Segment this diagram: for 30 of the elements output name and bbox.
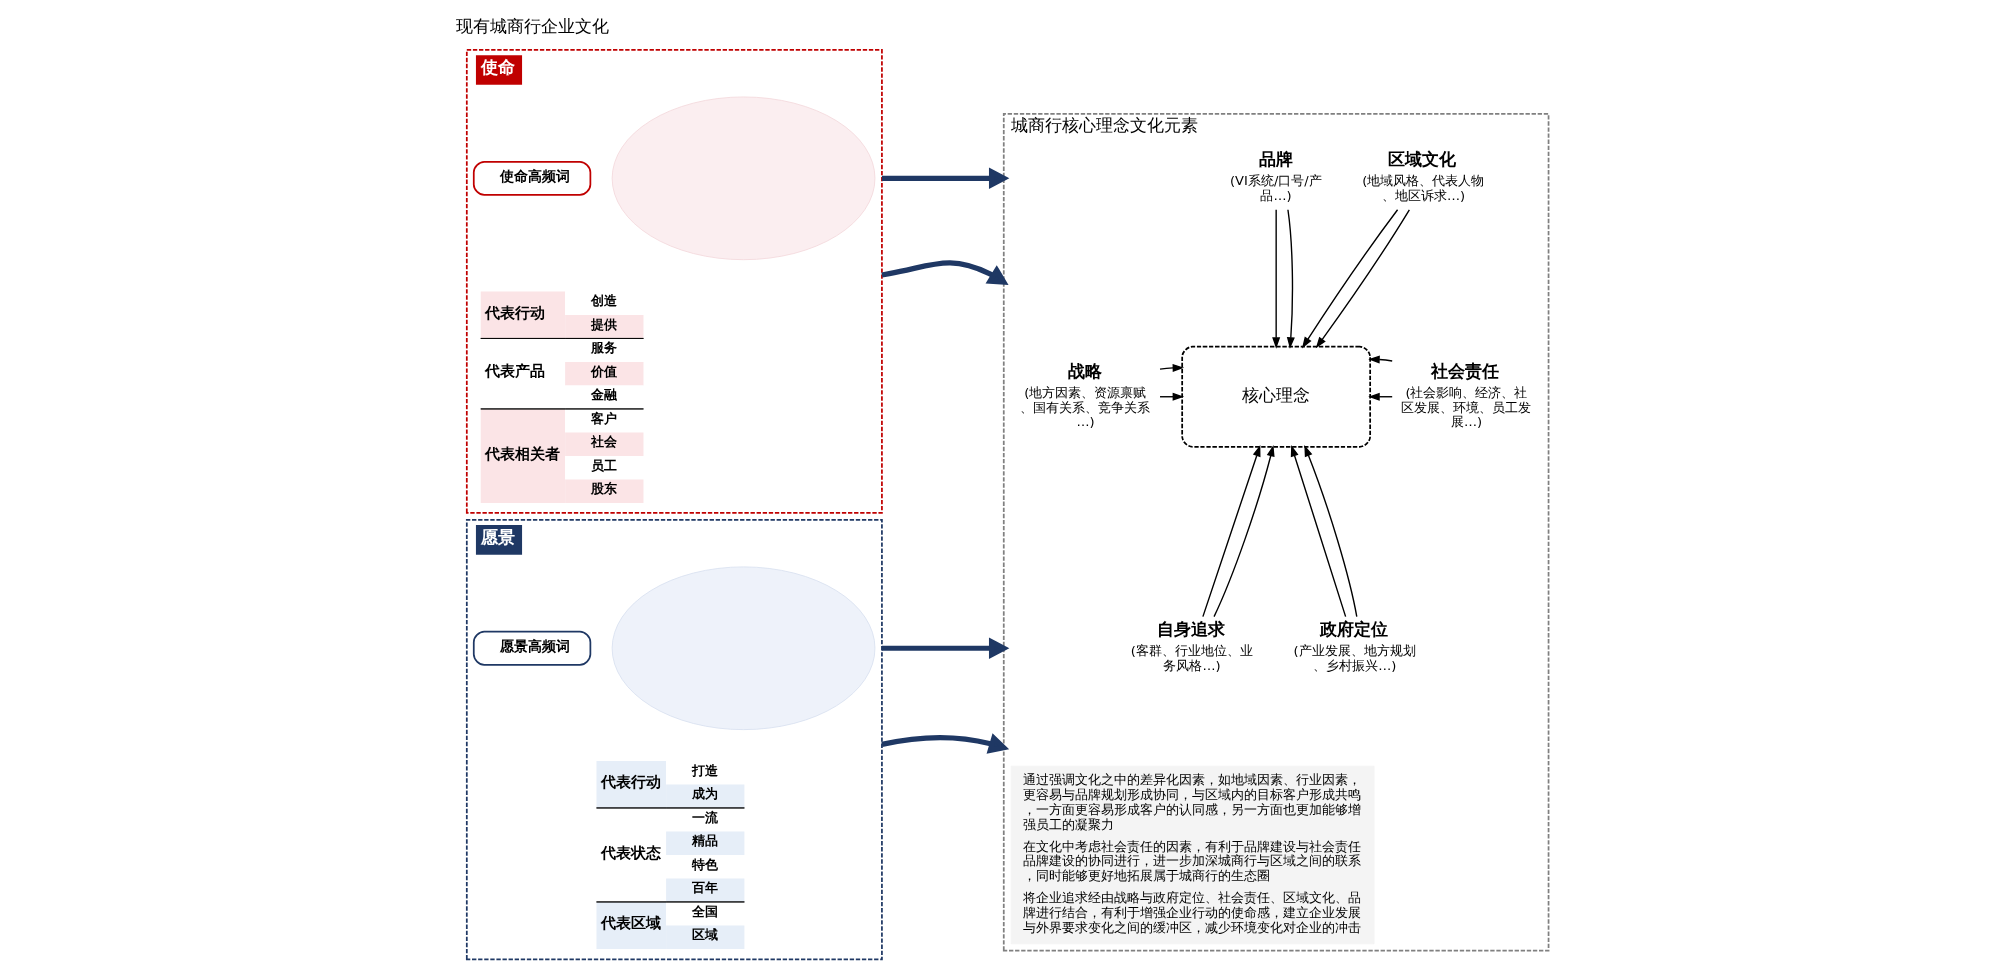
node-text: 政府定位 (产业发展、地方规划、乡村振兴…): [1293, 619, 1416, 674]
label: 代表行动: [484, 303, 545, 321]
node-text: 战略 (地方因素、资源禀赋、国有关系、竞争关系…): [1019, 360, 1150, 430]
label: 现有城商行企业文化: [455, 15, 609, 36]
label: 全国: [691, 903, 718, 919]
label: 代表状态: [600, 843, 661, 861]
node-text: 品牌 (VI系统/口号/产品…): [1229, 149, 1322, 204]
label: 股东: [590, 481, 617, 497]
label: 社会: [590, 434, 617, 450]
label: 金融: [590, 387, 617, 403]
label: 服务: [590, 340, 617, 356]
node-text: 社会责任 (社会影响、经济、社区发展、环境、员工发展…): [1400, 360, 1531, 430]
label: 代表行动: [600, 773, 661, 791]
label: 员工: [590, 457, 617, 473]
label: 代表相关者: [484, 444, 560, 462]
label: 提供: [590, 316, 617, 332]
label: 打造: [691, 762, 718, 778]
label: 客户: [590, 410, 617, 426]
label: 精品: [691, 833, 718, 849]
label: 创造: [590, 293, 617, 309]
node-text: 区域文化 (地域风格、代表人物、地区诉求…): [1361, 149, 1484, 204]
node-text: 自身追求 (客群、行业地位、业务风格…): [1130, 619, 1253, 674]
label: 百年: [691, 880, 718, 896]
label: 成为: [691, 786, 718, 802]
label: 特色: [691, 856, 718, 872]
label: 区域: [691, 927, 718, 943]
label: 代表区域: [600, 914, 661, 932]
label: 代表产品: [484, 362, 545, 380]
label: 价值: [590, 363, 617, 379]
label: 一流: [691, 809, 718, 825]
